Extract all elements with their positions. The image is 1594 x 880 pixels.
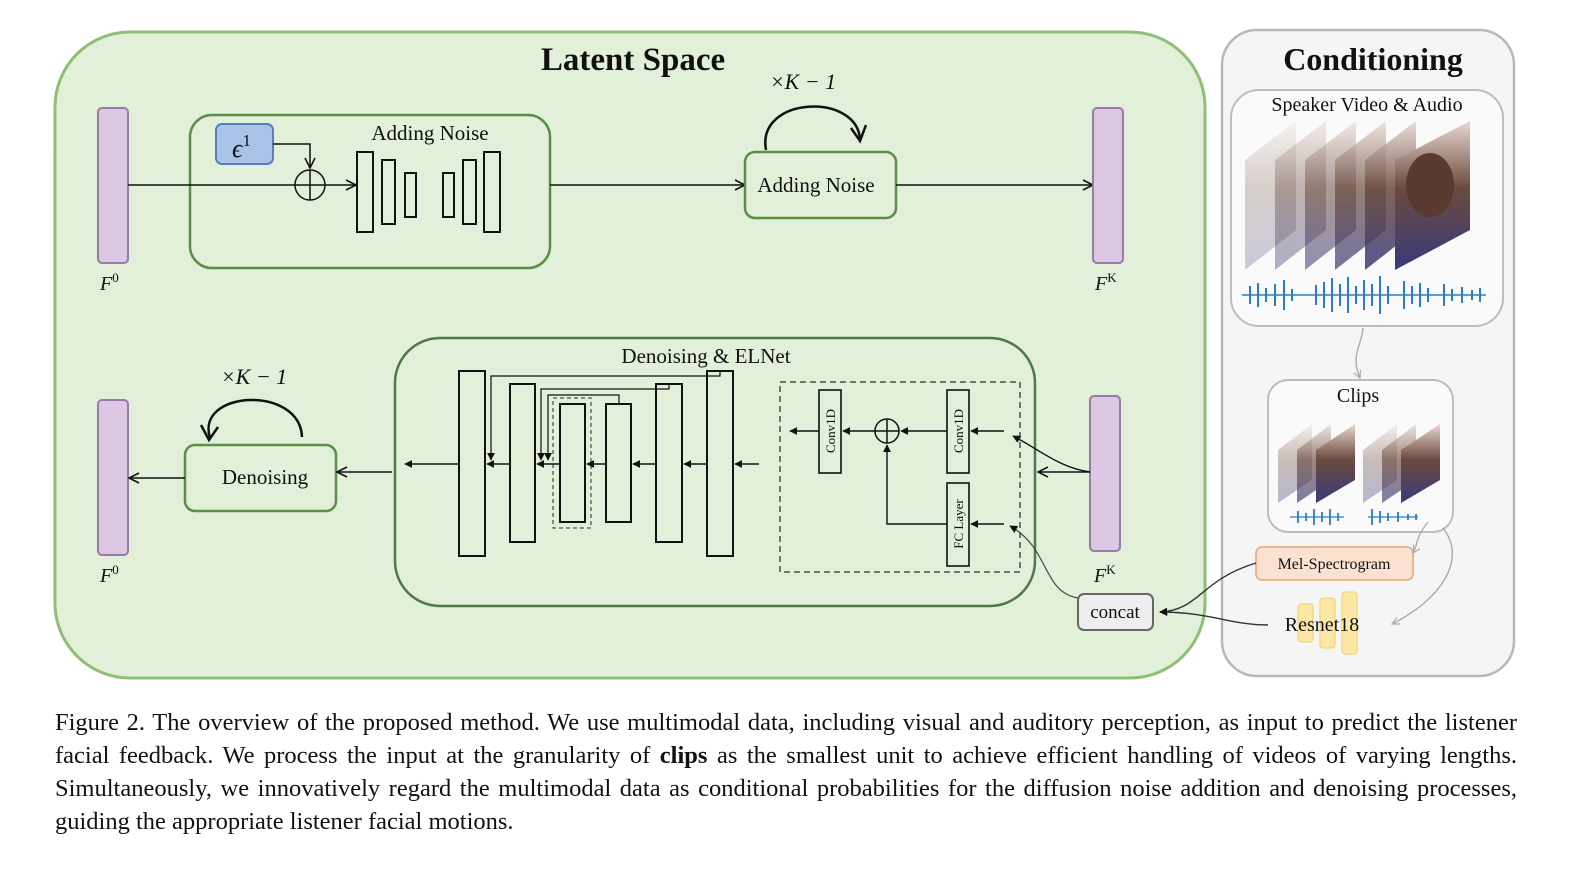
mel-label: Mel-Spectrogram bbox=[1278, 556, 1391, 573]
fk-bottom-feature bbox=[1089, 395, 1121, 552]
epsilon-label: ϵ1 bbox=[232, 131, 251, 163]
unet-encoder-blocks bbox=[356, 151, 501, 233]
conv1d-left-label: Conv1D bbox=[823, 409, 838, 453]
repeat-bottom-label: ×K − 1 bbox=[221, 364, 287, 389]
clip-frames bbox=[1278, 424, 1440, 503]
f0-bottom-label: F0 bbox=[99, 562, 119, 587]
concat-box: concat bbox=[1077, 593, 1154, 631]
speaker-label: Speaker Video & Audio bbox=[1271, 94, 1462, 116]
latent-space-title: Latent Space bbox=[541, 42, 725, 78]
resnet18-block: Resnet18 bbox=[1285, 591, 1359, 655]
denoising-elnet-box: Denoising & ELNet Conv1 bbox=[393, 336, 1037, 608]
clip-waveforms bbox=[1290, 509, 1418, 525]
repeat-top-label: ×K − 1 bbox=[770, 69, 836, 94]
speaker-video-audio-box: Speaker Video & Audio bbox=[1230, 89, 1504, 327]
denoising-elnet-label: Denoising & ELNet bbox=[621, 344, 790, 368]
adding-noise-box: Adding Noise ϵ1 bbox=[188, 113, 552, 270]
adding-noise-box-label: Adding Noise bbox=[371, 121, 488, 145]
conv1d-right-label: Conv1D bbox=[951, 409, 966, 453]
fk-bottom-label: FK bbox=[1093, 562, 1116, 587]
concat-label: concat bbox=[1090, 602, 1140, 623]
adding-noise-label: Adding Noise bbox=[757, 173, 874, 197]
fk-top-label: FK bbox=[1094, 270, 1117, 295]
f0-bottom-feature bbox=[97, 399, 129, 556]
fk-top-feature bbox=[1092, 107, 1124, 264]
f0-top-label: F0 bbox=[99, 270, 119, 295]
speaker-frames bbox=[1245, 121, 1470, 270]
mel-spectrogram-box: Mel-Spectrogram bbox=[1255, 546, 1414, 581]
method-diagram: Latent Space F0 Adding Noise ϵ1 Adding N… bbox=[53, 28, 1516, 680]
f0-top-feature bbox=[97, 107, 129, 264]
conditioning-title: Conditioning bbox=[1283, 41, 1463, 77]
elnet-block: Conv1D Conv1D FC Layer bbox=[779, 381, 1021, 573]
repeat-top-loop bbox=[764, 105, 862, 151]
repeat-bottom-loop bbox=[207, 398, 304, 439]
denoising-label: Denoising bbox=[222, 465, 309, 489]
adding-noise-step: Adding Noise bbox=[743, 150, 898, 220]
figure-caption: Figure 2. The overview of the proposed m… bbox=[55, 706, 1517, 838]
latent-space-panel: Latent Space bbox=[53, 30, 1207, 680]
caption-bold: clips bbox=[659, 742, 708, 769]
speaker-waveform bbox=[1242, 276, 1486, 314]
clips-label: Clips bbox=[1337, 385, 1379, 407]
caption-prefix: Figure 2. The overview of the proposed m… bbox=[55, 709, 1517, 769]
clips-box: Clips bbox=[1267, 379, 1454, 533]
caption-suffix: as the smallest unit to achieve efficien… bbox=[55, 742, 1517, 835]
denoising-step: Denoising bbox=[183, 443, 338, 513]
resnet-label: Resnet18 bbox=[1285, 614, 1359, 636]
fc-layer-label: FC Layer bbox=[951, 499, 966, 549]
